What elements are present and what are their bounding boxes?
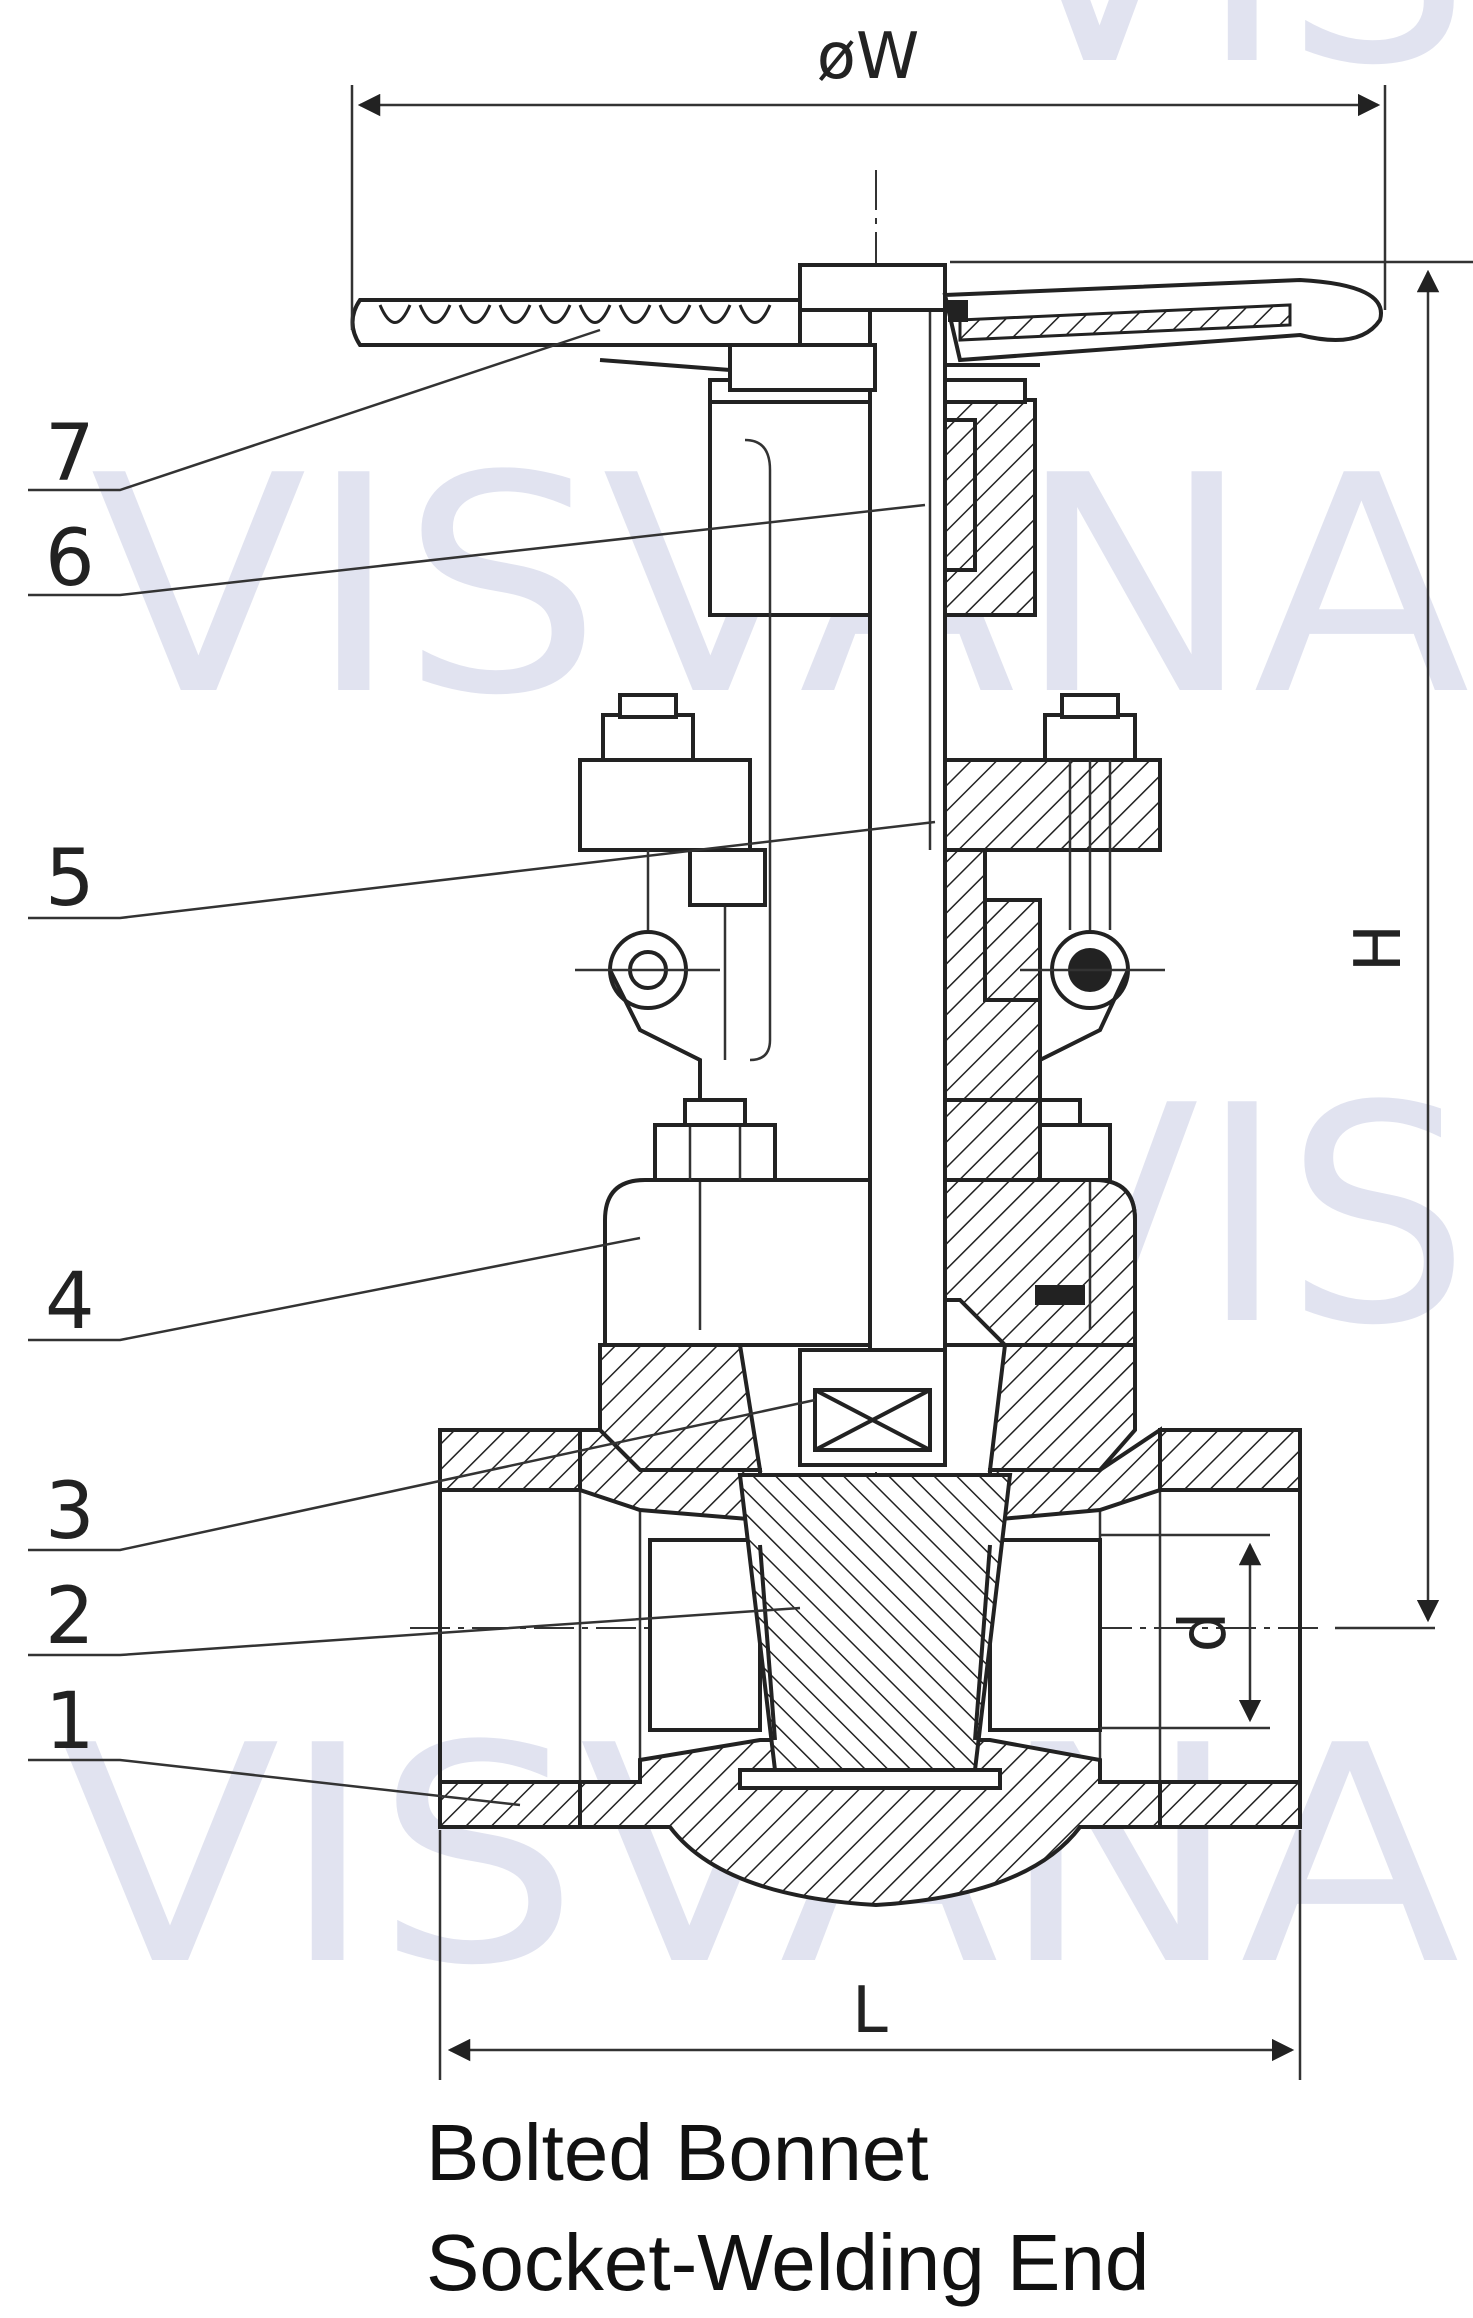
part-label-4: 4 (45, 1257, 95, 1347)
part-label-5: 5 (45, 834, 95, 924)
stem-connector (798, 1348, 947, 1467)
wedge (737, 1473, 1013, 1790)
leader-lines (28, 328, 936, 1807)
gland-flange (575, 693, 1165, 1102)
part-label-2: 2 (45, 1572, 95, 1662)
caption-line-2: Socket-Welding End (426, 2218, 1150, 2307)
caption: Bolted Bonnet Socket-Welding End (426, 2098, 1149, 2318)
dimension-lines (350, 85, 1473, 2080)
handwheel (350, 263, 1383, 392)
part-label-1: 1 (45, 1677, 95, 1767)
dim-label-h: H (1342, 924, 1416, 972)
dim-label-w: øW (817, 20, 919, 94)
stem (868, 263, 947, 1352)
dim-label-l: L (852, 1974, 888, 2048)
caption-line-1: Bolted Bonnet (426, 2108, 929, 2197)
part-label-6: 6 (45, 514, 95, 604)
dim-label-d: d (1167, 1612, 1241, 1653)
svg-text:VIS: VIS (1000, 0, 1470, 131)
part-label-3: 3 (45, 1467, 95, 1557)
bonnet-bolts (653, 1098, 1112, 1182)
part-label-7: 7 (45, 409, 95, 499)
